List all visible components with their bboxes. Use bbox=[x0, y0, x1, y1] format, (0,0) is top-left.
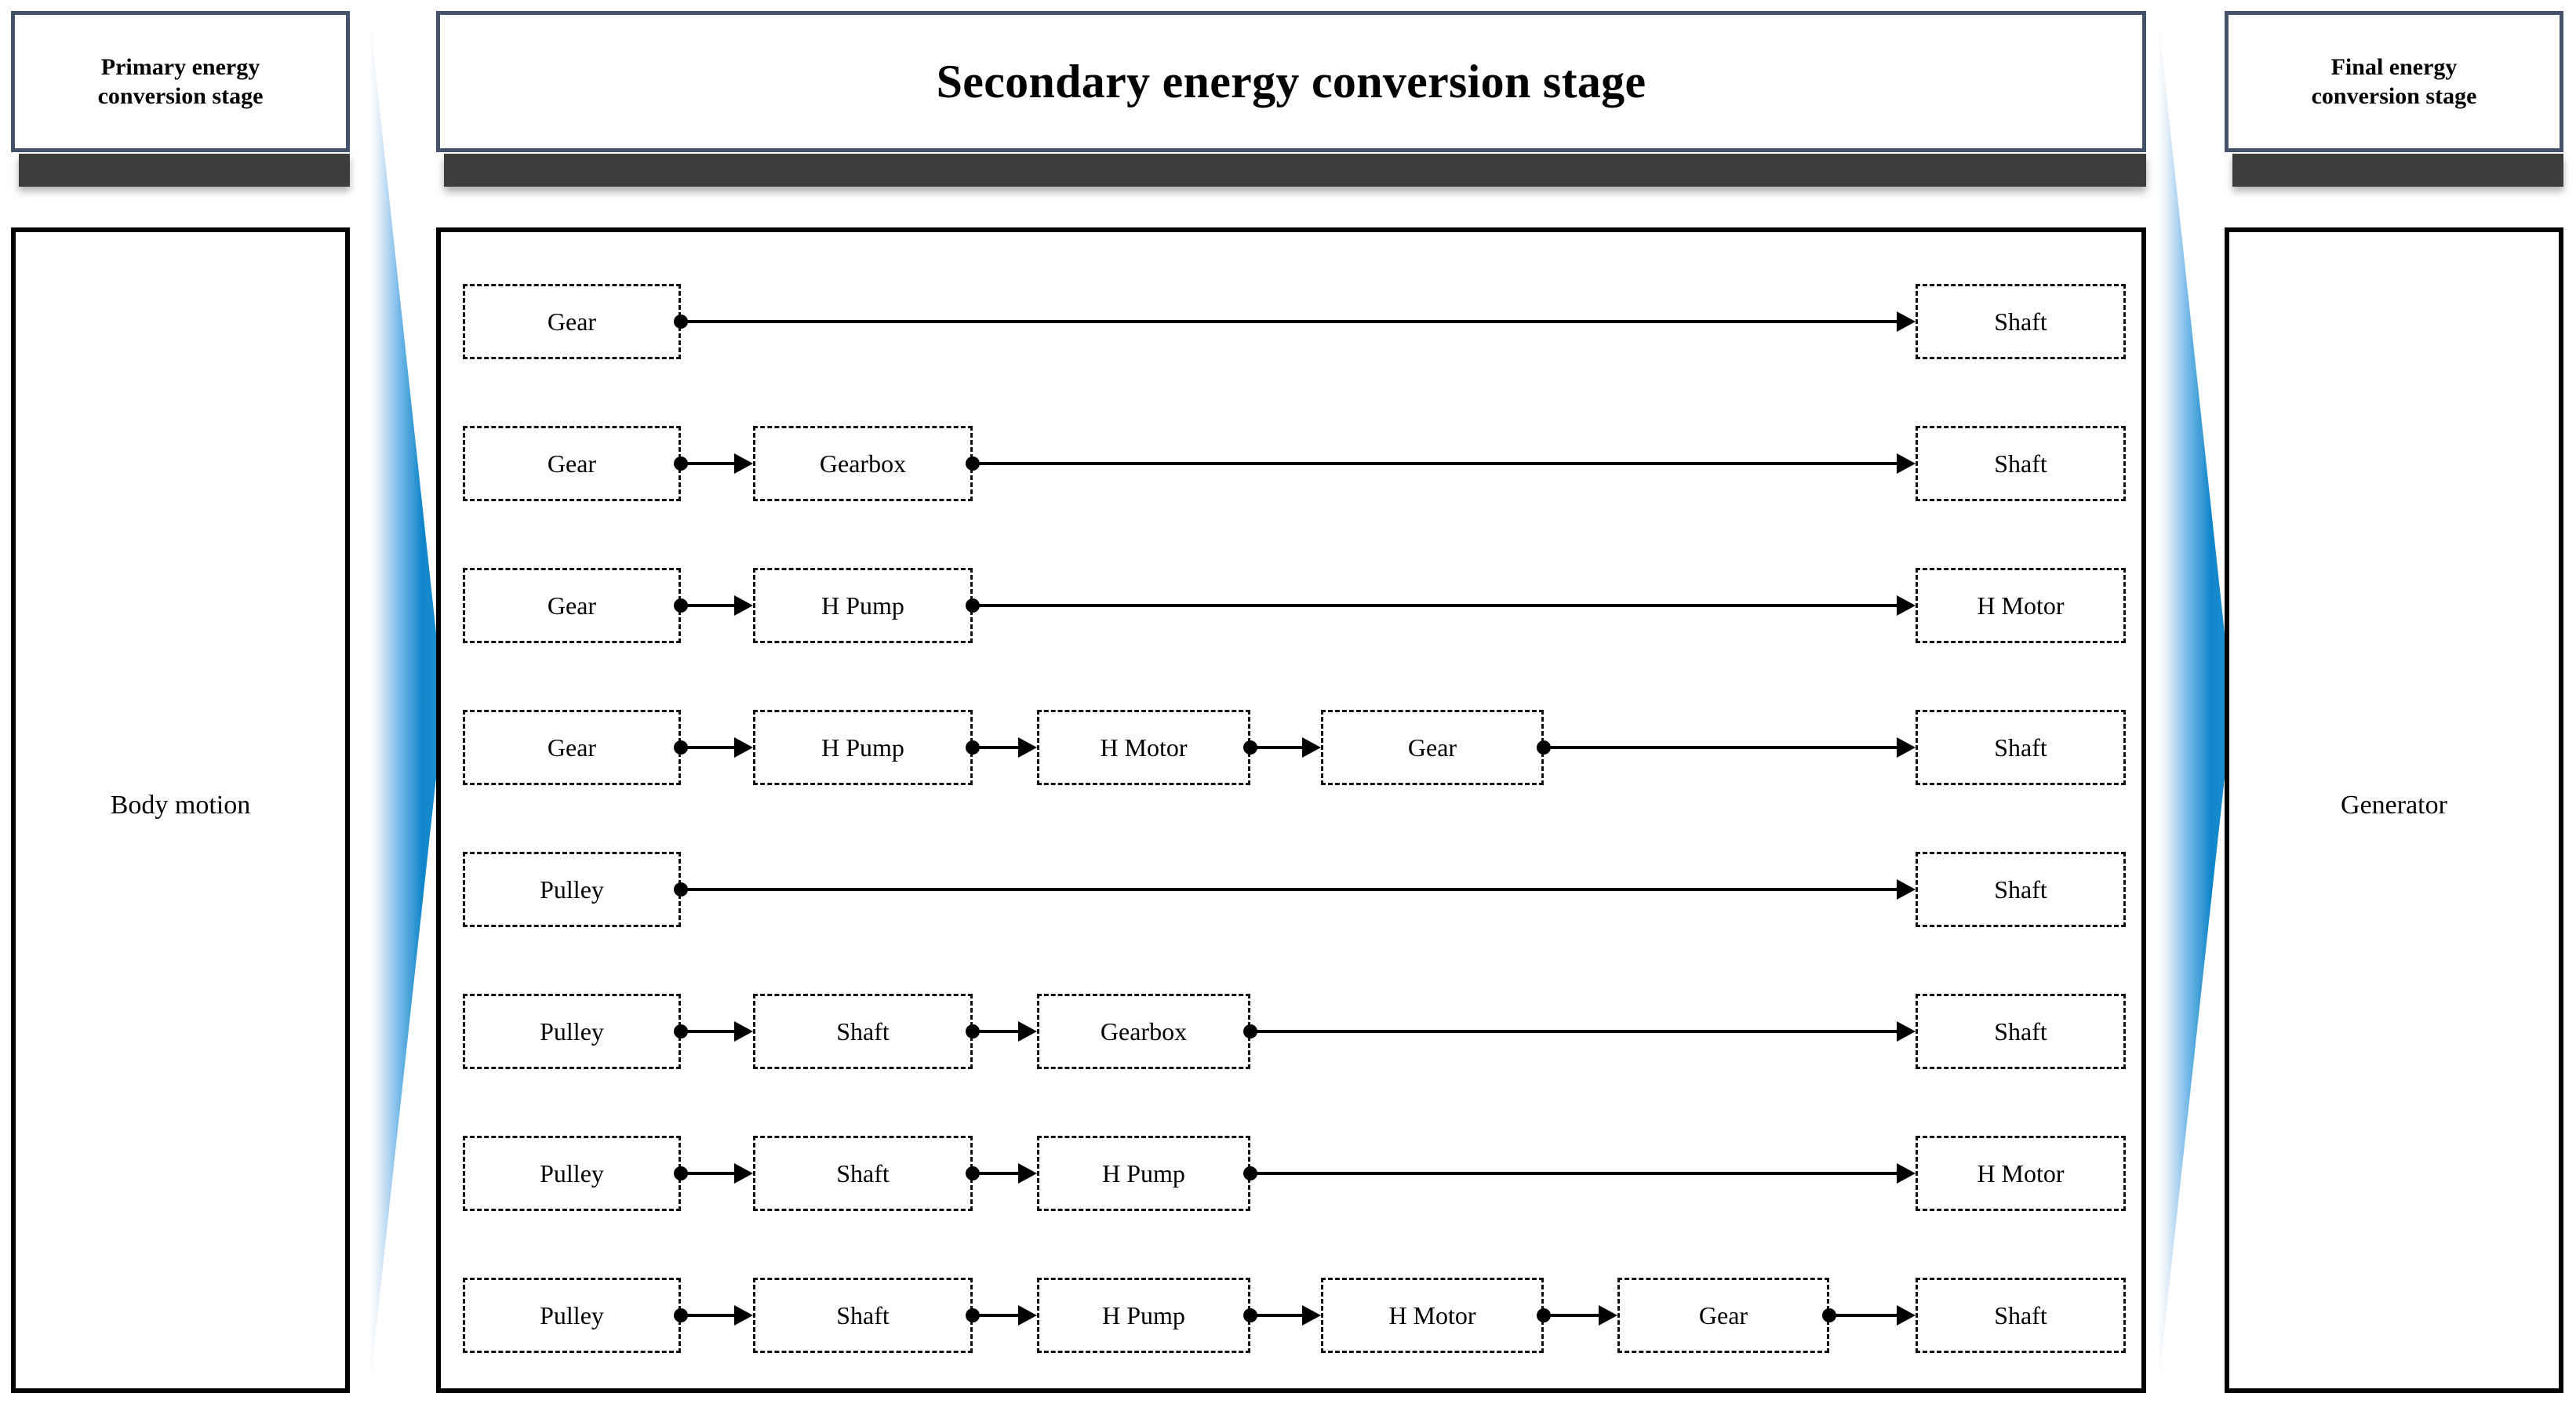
connector-line bbox=[973, 462, 1898, 465]
flow-node[interactable]: H Motor bbox=[1037, 710, 1250, 785]
connector-arrowhead-icon bbox=[1897, 595, 1916, 616]
primary-stage-header-bar bbox=[19, 154, 350, 187]
connector-line bbox=[1250, 1030, 1898, 1033]
flow-node[interactable]: Shaft bbox=[1916, 710, 2126, 785]
flow-node[interactable]: H Pump bbox=[753, 568, 973, 643]
connector-arrowhead-icon bbox=[734, 453, 753, 474]
connector-arrowhead-icon bbox=[1897, 453, 1916, 474]
flow-node[interactable]: H Pump bbox=[1037, 1136, 1250, 1211]
connector-arrowhead-icon bbox=[1018, 737, 1037, 758]
flow-row: Gear Gearbox Shaft bbox=[441, 426, 2141, 501]
flow-node[interactable]: Shaft bbox=[753, 1136, 973, 1211]
connector-arrowhead-icon bbox=[1302, 1305, 1321, 1326]
secondary-stage-header-bar bbox=[444, 154, 2146, 187]
connector-arrowhead-icon bbox=[1302, 737, 1321, 758]
connector-arrowhead-icon bbox=[1018, 1021, 1037, 1042]
flow-node[interactable]: Pulley bbox=[463, 852, 681, 927]
flow-row: Gear H Pump H Motor bbox=[441, 568, 2141, 643]
connector-arrowhead-icon bbox=[1897, 879, 1916, 900]
connector-line bbox=[681, 462, 736, 465]
flow-node[interactable]: Gear bbox=[463, 426, 681, 501]
connector-line bbox=[1250, 746, 1304, 749]
flow-node[interactable]: Gear bbox=[1617, 1278, 1829, 1353]
flow-node[interactable]: Gear bbox=[463, 568, 681, 643]
connector-line bbox=[973, 1030, 1020, 1033]
flow-node[interactable]: Gear bbox=[1321, 710, 1544, 785]
right-flow-arrow-icon bbox=[2140, 0, 2243, 1404]
flow-row: Pulley Shaft H Pump H Motor bbox=[441, 1136, 2141, 1211]
connector-line bbox=[1250, 1172, 1898, 1175]
final-stage-body-label: Generator bbox=[2341, 791, 2447, 820]
connector-arrowhead-icon bbox=[1599, 1305, 1617, 1326]
flow-node[interactable]: Gear bbox=[463, 710, 681, 785]
secondary-stage-header-title: Secondary energy conversion stage bbox=[936, 55, 1646, 107]
connector-line bbox=[681, 1172, 736, 1175]
connector-arrowhead-icon bbox=[1897, 1021, 1916, 1042]
left-flow-arrow-icon bbox=[351, 0, 455, 1404]
connector-arrowhead-icon bbox=[734, 1163, 753, 1184]
connector-line bbox=[1829, 1314, 1898, 1317]
primary-stage-body-label: Body motion bbox=[110, 791, 251, 820]
flow-node[interactable]: Shaft bbox=[1916, 284, 2126, 359]
connector-arrowhead-icon bbox=[734, 1305, 753, 1326]
connector-line bbox=[681, 320, 1898, 323]
primary-stage-header-line1: Primary energy bbox=[100, 53, 260, 80]
final-stage-panel: Generator bbox=[2225, 227, 2563, 1393]
flow-row: Pulley Shaft bbox=[441, 852, 2141, 927]
connector-line bbox=[973, 1172, 1020, 1175]
flow-node[interactable]: H Motor bbox=[1916, 1136, 2126, 1211]
flow-node[interactable]: Pulley bbox=[463, 1278, 681, 1353]
flow-node[interactable]: Pulley bbox=[463, 994, 681, 1069]
connector-line bbox=[681, 1314, 736, 1317]
connector-line bbox=[1250, 1314, 1304, 1317]
connector-line bbox=[973, 604, 1898, 607]
primary-stage-header-line2: conversion stage bbox=[97, 83, 264, 109]
connector-arrowhead-icon bbox=[1897, 1163, 1916, 1184]
flow-node[interactable]: Shaft bbox=[753, 1278, 973, 1353]
connector-arrowhead-icon bbox=[1018, 1163, 1037, 1184]
flow-node[interactable]: Gear bbox=[463, 284, 681, 359]
connector-arrowhead-icon bbox=[1897, 311, 1916, 332]
flow-node[interactable]: Gearbox bbox=[753, 426, 973, 501]
final-stage-header-line2: conversion stage bbox=[2311, 83, 2477, 109]
flow-node[interactable]: Shaft bbox=[1916, 852, 2126, 927]
connector-line bbox=[681, 1030, 736, 1033]
flow-row: Pulley Shaft H Pump H Motor Gear Shaft bbox=[441, 1278, 2141, 1353]
secondary-stage-header: Secondary energy conversion stage bbox=[436, 11, 2146, 152]
connector-line bbox=[681, 604, 736, 607]
flow-node[interactable]: Gearbox bbox=[1037, 994, 1250, 1069]
flow-node[interactable]: H Motor bbox=[1321, 1278, 1544, 1353]
connector-line bbox=[973, 746, 1020, 749]
connector-arrowhead-icon bbox=[1018, 1305, 1037, 1326]
connector-line bbox=[681, 746, 736, 749]
flow-node[interactable]: H Pump bbox=[753, 710, 973, 785]
final-stage-header-bar bbox=[2232, 154, 2563, 187]
flow-node[interactable]: Shaft bbox=[1916, 426, 2126, 501]
primary-stage-header: Primary energy conversion stage bbox=[11, 11, 350, 152]
connector-line bbox=[1544, 746, 1898, 749]
connector-line bbox=[681, 888, 1898, 891]
flow-node[interactable]: Shaft bbox=[1916, 1278, 2126, 1353]
final-stage-header: Final energy conversion stage bbox=[2225, 11, 2563, 152]
connector-arrowhead-icon bbox=[1897, 737, 1916, 758]
flow-node[interactable]: Shaft bbox=[1916, 994, 2126, 1069]
flow-row: Gear H Pump H Motor Gear Shaft bbox=[441, 710, 2141, 785]
flow-node[interactable]: Pulley bbox=[463, 1136, 681, 1211]
flow-node[interactable]: Shaft bbox=[753, 994, 973, 1069]
primary-stage-panel: Body motion bbox=[11, 227, 350, 1393]
flow-row: Gear Shaft bbox=[441, 284, 2141, 359]
final-stage-header-line1: Final energy bbox=[2330, 53, 2458, 80]
flow-node[interactable]: H Pump bbox=[1037, 1278, 1250, 1353]
connector-arrowhead-icon bbox=[734, 737, 753, 758]
connector-arrowhead-icon bbox=[1897, 1305, 1916, 1326]
connector-arrowhead-icon bbox=[734, 595, 753, 616]
connector-line bbox=[1544, 1314, 1600, 1317]
flow-row: Pulley Shaft Gearbox Shaft bbox=[441, 994, 2141, 1069]
connector-line bbox=[973, 1314, 1020, 1317]
flow-node[interactable]: H Motor bbox=[1916, 568, 2126, 643]
connector-arrowhead-icon bbox=[734, 1021, 753, 1042]
